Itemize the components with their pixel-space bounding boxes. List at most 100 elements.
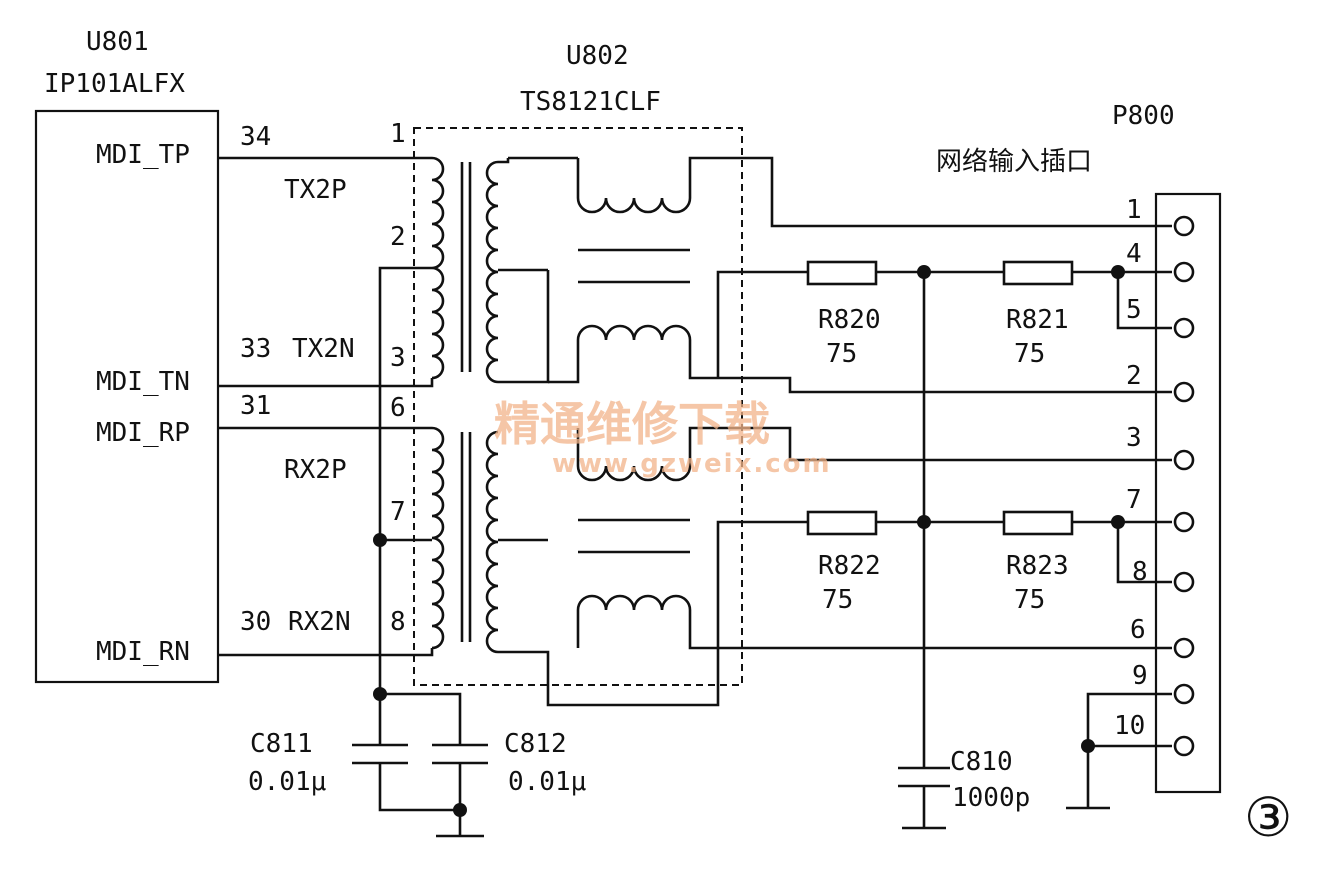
tx-secondary-coil xyxy=(485,160,499,384)
r822-ref: R822 xyxy=(818,551,881,581)
junction-cap-ground xyxy=(453,803,467,817)
p800-pinnum-3: 3 xyxy=(1126,423,1142,453)
wire-mdi-tn xyxy=(218,378,434,388)
resistor-r820 xyxy=(806,260,878,286)
r820-ref: R820 xyxy=(818,305,881,335)
rx-secondary-coil xyxy=(485,430,499,654)
rx-choke-top xyxy=(576,426,718,482)
p800-pin-circle-1 xyxy=(1173,215,1195,237)
u801-pin-mdi-rn: MDI_RN xyxy=(96,637,190,667)
wire-p800-pin2 xyxy=(718,376,1172,394)
p800-pinnum-4: 4 xyxy=(1126,239,1142,269)
rx-sec-bottom-lead xyxy=(498,540,720,707)
rx-choke-bottom xyxy=(576,594,698,650)
watermark-url: www.gzweix.com xyxy=(552,449,832,479)
net-label-tx2p: TX2P xyxy=(284,175,347,205)
tx-primary-coil xyxy=(431,156,445,380)
p800-pin-circle-7 xyxy=(1173,511,1195,533)
capacitor-c810 xyxy=(898,766,950,830)
net-label-tx2n: TX2N xyxy=(292,334,355,364)
p800-pinnum-10: 10 xyxy=(1114,711,1145,741)
u801-part: IP101ALFX xyxy=(44,69,185,99)
c811-value: 0.01μ xyxy=(248,767,326,797)
net-label-rx2p: RX2P xyxy=(284,455,347,485)
u802-outline xyxy=(413,127,743,686)
c812-ref: C812 xyxy=(504,729,567,759)
u802-pin-2: 2 xyxy=(390,222,406,252)
watermark-cn: 精通维修下载 xyxy=(494,397,770,451)
r820-value: 75 xyxy=(826,339,857,369)
p800-pin-circle-4 xyxy=(1173,261,1195,283)
wire-p800-pin1 xyxy=(698,156,1172,228)
u801-pinnum-33: 33 xyxy=(240,334,271,364)
wire-p800-pin8 xyxy=(1116,522,1172,584)
wire-p800-pin9 xyxy=(1086,692,1172,808)
u802-pin-3: 3 xyxy=(390,343,406,373)
p800-pinnum-9: 9 xyxy=(1132,661,1148,691)
tx-sec-top-stub xyxy=(498,158,510,164)
p800-pinnum-1: 1 xyxy=(1126,195,1142,225)
r822-value: 75 xyxy=(822,585,853,615)
figure-number-mark: ③ xyxy=(1244,786,1292,849)
p800-pin-circle-5 xyxy=(1173,317,1195,339)
p800-pin-circle-6 xyxy=(1173,637,1195,659)
u801-body xyxy=(34,109,220,684)
p800-pinnum-6: 6 xyxy=(1130,615,1146,645)
u801-pin-mdi-tp: MDI_TP xyxy=(96,140,190,170)
r823-value: 75 xyxy=(1014,585,1045,615)
wire-p800-pin5 xyxy=(1116,272,1172,330)
u801-chip: U801 IP101ALFX MDI_TP MDI_TN MDI_RP MDI_… xyxy=(34,27,271,684)
tx-choke-bottom xyxy=(576,324,718,380)
r823-ref: R823 xyxy=(1006,551,1069,581)
p800-pin-circle-3 xyxy=(1173,449,1195,471)
u801-pin-mdi-tn: MDI_TN xyxy=(96,367,190,397)
r821-value: 75 xyxy=(1014,339,1045,369)
tx-choke-bottom-in xyxy=(548,378,580,384)
p800-body xyxy=(1154,192,1222,794)
wire-r820-left xyxy=(716,270,808,378)
u802-pin-8: 8 xyxy=(390,607,406,637)
wire-p800-pin3 xyxy=(718,426,1172,462)
resistor-r823 xyxy=(1002,510,1074,536)
p800-pinnum-7: 7 xyxy=(1126,485,1142,515)
u802-part: TS8121CLF xyxy=(520,87,661,117)
net-label-rx2n: RX2N xyxy=(288,607,351,637)
u801-pinnum-30: 30 xyxy=(240,607,271,637)
junction-rx-ct xyxy=(373,533,387,547)
u802-ref: U802 xyxy=(566,41,629,71)
junction-pin9-10 xyxy=(1081,739,1095,753)
p800-pinnum-8: 8 xyxy=(1132,557,1148,587)
c810-ref: C810 xyxy=(950,747,1013,777)
capacitor-c812 xyxy=(432,743,488,838)
p800-pinnum-2: 2 xyxy=(1126,361,1142,391)
wire-mdi-rn xyxy=(218,648,434,657)
tx-choke-top xyxy=(576,156,698,214)
u801-pin-mdi-rp: MDI_RP xyxy=(96,418,190,448)
p800-pin-circle-9 xyxy=(1173,683,1195,705)
rx-primary-coil xyxy=(431,426,445,650)
wire-tx-center-tap xyxy=(378,266,432,694)
p800-connector: P800 网络输入插口 1 4 5 2 3 7 8 6 9 10 xyxy=(936,101,1222,794)
p800-pinnum-5: 5 xyxy=(1126,295,1142,325)
p800-label: 网络输入插口 xyxy=(936,147,1092,177)
resistor-r822 xyxy=(806,510,878,536)
junction-pin7-8 xyxy=(1111,515,1125,529)
c811-ref: C811 xyxy=(250,729,313,759)
p800-pin-circle-10 xyxy=(1173,735,1195,757)
wire-c812-top xyxy=(380,692,462,745)
u802-pin-6: 6 xyxy=(390,393,406,423)
p800-ref: P800 xyxy=(1112,101,1175,131)
resistor-r821 xyxy=(1002,260,1074,286)
p800-pin-circle-2 xyxy=(1173,381,1195,403)
p800-pin-circle-8 xyxy=(1173,571,1195,593)
tx-sec-bottom-lead xyxy=(498,270,550,384)
r821-ref: R821 xyxy=(1006,305,1069,335)
u801-pinnum-31: 31 xyxy=(240,391,271,421)
u802-pin-7: 7 xyxy=(390,497,406,527)
c812-value: 0.01μ xyxy=(508,767,586,797)
capacitor-c811 xyxy=(352,743,460,812)
u801-ref: U801 xyxy=(86,27,149,57)
u801-pinnum-34: 34 xyxy=(240,122,271,152)
wire-r822-left xyxy=(716,520,808,540)
